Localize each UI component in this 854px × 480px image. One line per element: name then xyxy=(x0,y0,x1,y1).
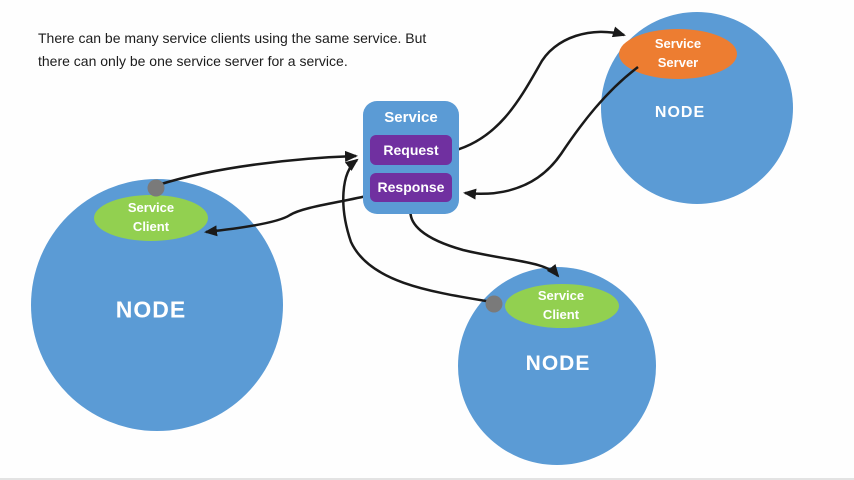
arrow-left-client-to-request xyxy=(157,150,358,187)
caption-line-2: there can only be one service server for… xyxy=(38,53,348,69)
caption-text: There can be many service clients using … xyxy=(38,27,498,73)
arrow-request-to-service-server xyxy=(452,26,626,153)
caption-line-1: There can be many service clients using … xyxy=(38,30,427,46)
slide-bottom-edge xyxy=(0,478,854,480)
arrow-service-server-to-response xyxy=(463,66,639,200)
service-box: Service Request Response xyxy=(363,101,459,214)
response-box: Response xyxy=(370,173,452,202)
service-client-ellipse-bottom xyxy=(505,284,619,328)
service-box-title: Service xyxy=(384,109,438,126)
node-circle-left xyxy=(31,179,283,431)
arrow-bottom-client-to-request xyxy=(342,158,493,304)
connector-dot-left-client xyxy=(147,179,165,197)
arrow-response-to-left-client xyxy=(204,193,372,237)
request-box: Request xyxy=(370,135,452,165)
service-client-ellipse-left xyxy=(94,195,208,241)
connector-dot-bottom-client xyxy=(485,295,503,313)
arrow-response-to-bottom-client xyxy=(409,206,560,278)
service-server-ellipse xyxy=(619,29,737,79)
